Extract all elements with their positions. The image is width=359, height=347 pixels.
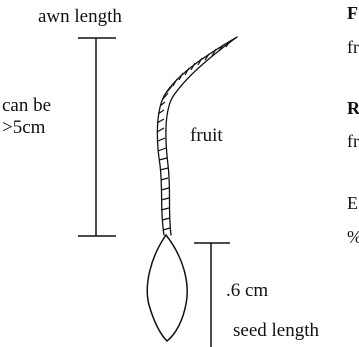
awn-length-label: awn length <box>38 6 122 28</box>
cut-off-text-6: % <box>347 226 359 248</box>
awn-size-note: can be >5cm <box>2 95 51 139</box>
cut-off-text-4: fr <box>347 130 359 152</box>
fruit-label: fruit <box>190 125 223 147</box>
cut-off-text-2: fr <box>347 36 359 58</box>
cut-off-text-3: R <box>347 97 359 119</box>
cut-off-text-1: F <box>347 2 358 24</box>
seed-measure-label: .6 cm <box>226 280 268 302</box>
cut-off-text-5: E <box>347 192 358 214</box>
awn-size-note-line2: >5cm <box>2 117 51 139</box>
awn-size-note-line1: can be <box>2 95 51 117</box>
seed <box>147 235 187 341</box>
seed-length-label: seed length <box>233 320 319 342</box>
